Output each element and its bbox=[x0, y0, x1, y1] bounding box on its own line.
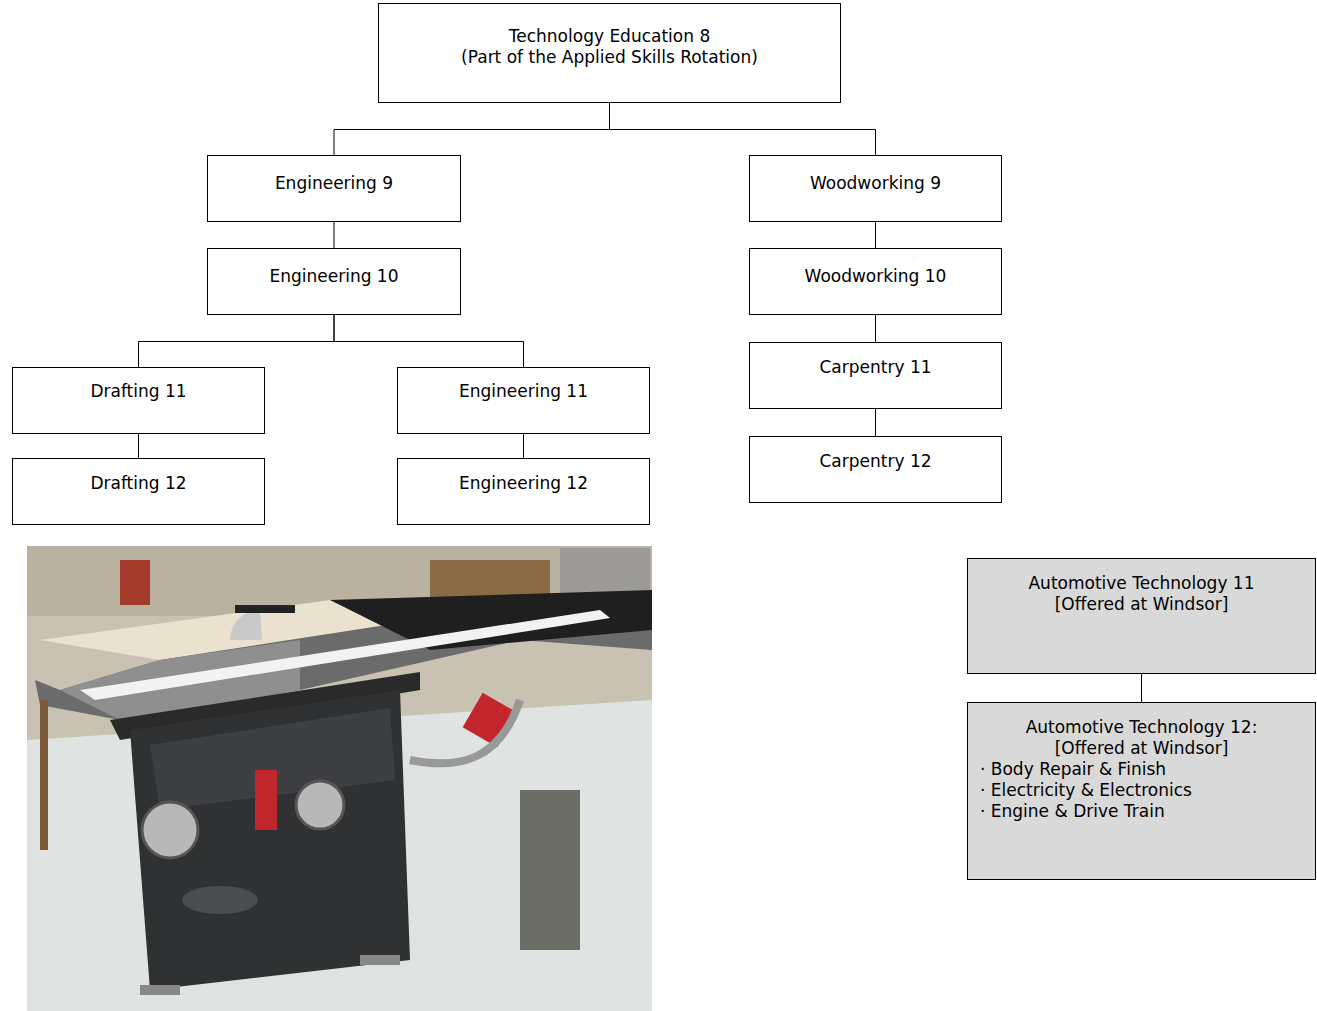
connector-path bbox=[1141, 674, 1142, 702]
course-box: Drafting 11 bbox=[12, 367, 265, 434]
course-name: Carpentry 11 bbox=[756, 357, 995, 378]
course-box: Drafting 12 bbox=[12, 458, 265, 525]
course-box: Engineering 9 bbox=[207, 155, 461, 222]
course-box: Technology Education 8(Part of the Appli… bbox=[378, 3, 841, 103]
course-box: Woodworking 9 bbox=[749, 155, 1002, 222]
offsite-course-box: Automotive Technology 11[Offered at Wind… bbox=[967, 558, 1316, 674]
course-name: [Offered at Windsor] bbox=[974, 594, 1309, 615]
topic-item: · Body Repair & Finish bbox=[974, 759, 1309, 780]
connector-path bbox=[334, 315, 524, 367]
course-name: Engineering 11 bbox=[404, 381, 643, 402]
connector-line bbox=[138, 434, 139, 458]
course-name: Drafting 11 bbox=[19, 381, 258, 402]
course-name: Woodworking 10 bbox=[756, 266, 995, 287]
course-box: Engineering 10 bbox=[207, 248, 461, 315]
topic-item: · Electricity & Electronics bbox=[974, 780, 1309, 801]
connector-path bbox=[334, 103, 610, 155]
connector-line bbox=[1141, 674, 1142, 702]
connector-path bbox=[139, 315, 335, 367]
connector-path bbox=[138, 434, 139, 458]
course-name: Engineering 12 bbox=[404, 473, 643, 494]
course-box: Engineering 11 bbox=[397, 367, 650, 434]
connector-line bbox=[610, 103, 876, 155]
course-box: Woodworking 10 bbox=[749, 248, 1002, 315]
connector-path bbox=[610, 103, 876, 155]
course-name: Automotive Technology 11 bbox=[974, 573, 1309, 594]
connector-path bbox=[523, 434, 524, 458]
connector-path bbox=[875, 315, 876, 342]
course-name: (Part of the Applied Skills Rotation) bbox=[385, 47, 834, 68]
course-name: [Offered at Windsor] bbox=[974, 738, 1309, 759]
course-name: Carpentry 12 bbox=[756, 451, 995, 472]
course-name: Technology Education 8 bbox=[385, 26, 834, 47]
connector-path bbox=[334, 222, 335, 248]
topic-item: · Engine & Drive Train bbox=[974, 801, 1309, 822]
connector-line bbox=[875, 409, 876, 436]
course-box: Carpentry 12 bbox=[749, 436, 1002, 503]
connector-line bbox=[334, 315, 524, 367]
offsite-course-box: Automotive Technology 12:[Offered at Win… bbox=[967, 702, 1316, 880]
connector-line bbox=[139, 315, 335, 367]
course-box: Engineering 12 bbox=[397, 458, 650, 525]
connector-line bbox=[875, 315, 876, 342]
connector-line bbox=[523, 434, 524, 458]
course-name: Engineering 9 bbox=[214, 173, 454, 194]
course-name: Automotive Technology 12: bbox=[974, 717, 1309, 738]
course-name: Drafting 12 bbox=[19, 473, 258, 494]
connector-path bbox=[875, 409, 876, 436]
connector-path bbox=[875, 222, 876, 248]
connector-line bbox=[334, 222, 335, 248]
course-box: Carpentry 11 bbox=[749, 342, 1002, 409]
connector-line bbox=[334, 103, 610, 155]
connector-line bbox=[875, 222, 876, 248]
course-name: Engineering 10 bbox=[214, 266, 454, 287]
course-name: Woodworking 9 bbox=[756, 173, 995, 194]
